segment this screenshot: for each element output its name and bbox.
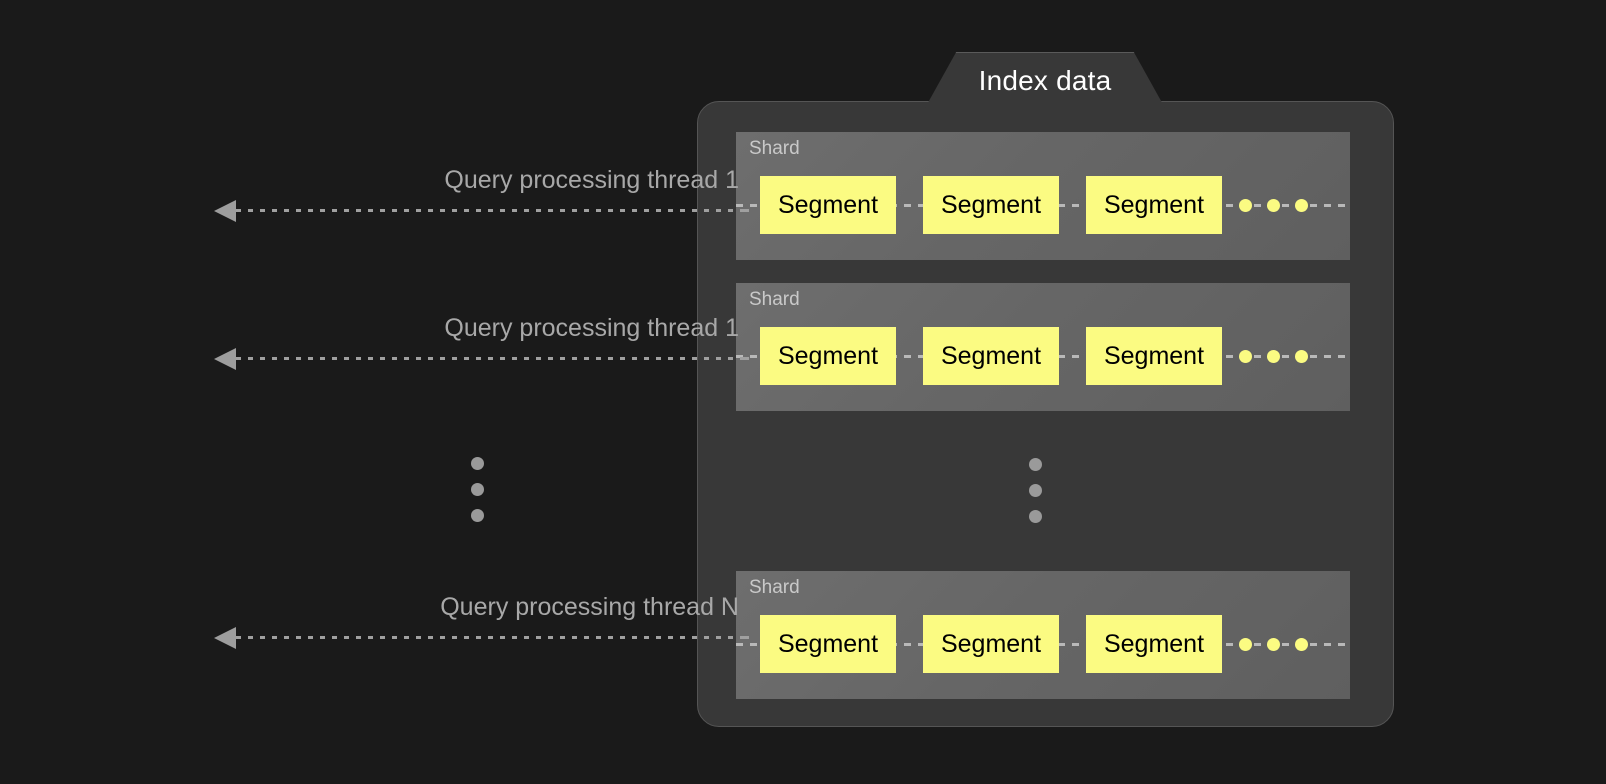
query-thread-line (236, 636, 744, 639)
segment-label: Segment (940, 190, 1042, 219)
arrow-left-icon (214, 348, 236, 370)
segment-continuation-dot (1239, 350, 1252, 363)
segment-continuation-dot (1239, 199, 1252, 212)
ellipsis-dot (1029, 484, 1042, 497)
segment-continuation-dot (1267, 350, 1280, 363)
segment-continuation-dot (1295, 199, 1308, 212)
query-thread-line (236, 209, 744, 212)
segment-continuation-dot (1267, 638, 1280, 651)
segment-label: Segment (777, 629, 879, 658)
shard-ellipsis (1029, 458, 1042, 523)
ellipsis-dot (1029, 458, 1042, 471)
query-thread-line (236, 357, 744, 360)
segment-label: Segment (1103, 190, 1205, 219)
segment-continuation-dot (1295, 350, 1308, 363)
segment-box: Segment (760, 176, 896, 234)
index-data-tab (925, 52, 1165, 108)
segment-label: Segment (1103, 341, 1205, 370)
segment-box: Segment (1086, 327, 1222, 385)
segment-label: Segment (940, 341, 1042, 370)
segment-label: Segment (777, 190, 879, 219)
shard-label: Shard (749, 138, 800, 159)
query-thread-line-stub (744, 636, 756, 639)
shard-label: Shard (749, 577, 800, 598)
segment-continuation-dot (1267, 199, 1280, 212)
query-thread-line-stub (744, 357, 756, 360)
segment-box: Segment (923, 327, 1059, 385)
segment-box: Segment (1086, 615, 1222, 673)
segment-continuation-dot (1295, 638, 1308, 651)
query-thread-row: Query processing thread 1 (214, 168, 744, 228)
ellipsis-dot (1029, 510, 1042, 523)
query-thread-line-stub (744, 209, 756, 212)
segment-label: Segment (777, 341, 879, 370)
query-thread-label: Query processing thread 1 (444, 166, 739, 194)
segment-continuation-dot (1239, 638, 1252, 651)
shard-row: Shard Segment Segment Segment (736, 132, 1350, 260)
segment-box: Segment (760, 615, 896, 673)
query-thread-row: Query processing thread N (214, 595, 744, 655)
segment-box: Segment (760, 327, 896, 385)
shard-label: Shard (749, 289, 800, 310)
arrow-left-icon (214, 200, 236, 222)
segment-label: Segment (1103, 629, 1205, 658)
segment-box: Segment (923, 176, 1059, 234)
segment-box: Segment (923, 615, 1059, 673)
segment-label: Segment (940, 629, 1042, 658)
ellipsis-dot (471, 457, 484, 470)
ellipsis-dot (471, 509, 484, 522)
ellipsis-dot (471, 483, 484, 496)
query-thread-label: Query processing thread 1 (444, 314, 739, 342)
segment-box: Segment (1086, 176, 1222, 234)
index-data-panel: Shard Segment Segment Segment Shard Segm… (697, 101, 1394, 727)
arrow-left-icon (214, 627, 236, 649)
query-thread-row: Query processing thread 1 (214, 316, 744, 376)
shard-row: Shard Segment Segment Segment (736, 571, 1350, 699)
query-thread-label: Query processing thread N (440, 593, 739, 621)
shard-row: Shard Segment Segment Segment (736, 283, 1350, 411)
query-thread-ellipsis (471, 457, 484, 522)
